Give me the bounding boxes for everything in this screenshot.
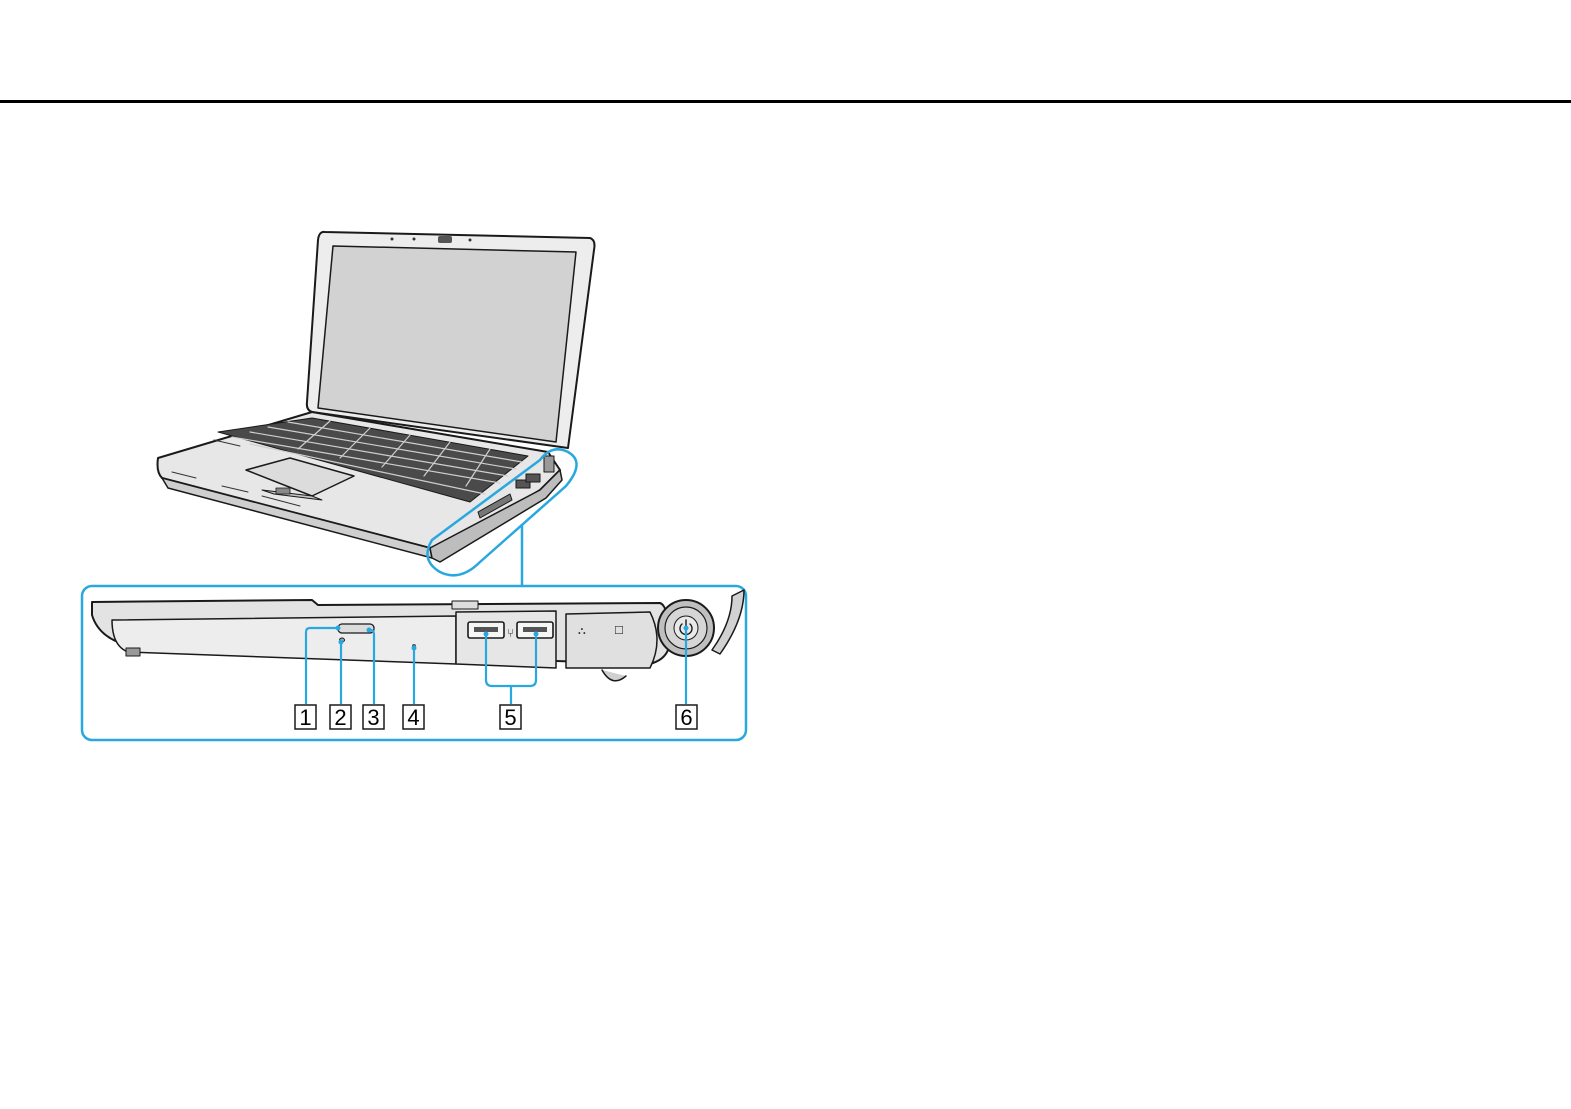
laptop-screen (318, 246, 576, 442)
callout-numbers: 1 2 3 4 5 6 (299, 705, 692, 730)
callout-number-2: 2 (334, 705, 346, 730)
laptop-overview-illustration (158, 232, 595, 562)
network-icon: ⛬ (578, 624, 586, 637)
callout-number-5: 5 (504, 705, 516, 730)
callout-boxes (295, 705, 697, 729)
network-port-cover (566, 612, 657, 668)
fingerprint-sensor-icon (276, 488, 290, 494)
callout-number-4: 4 (407, 705, 419, 730)
usb-symbol-icon: ⑂ (507, 626, 514, 640)
callout-number-3: 3 (367, 705, 379, 730)
modem-icon: ☐ (614, 624, 624, 637)
callout-number-6: 6 (680, 705, 692, 730)
callout-number-1: 1 (299, 705, 311, 730)
optical-drive-tray (112, 616, 456, 664)
webcam-icon (438, 236, 452, 243)
port-panel (456, 611, 556, 668)
side-view-illustration: ⑂ ⛬ ☐ (92, 590, 744, 681)
lid-edge (712, 590, 744, 654)
